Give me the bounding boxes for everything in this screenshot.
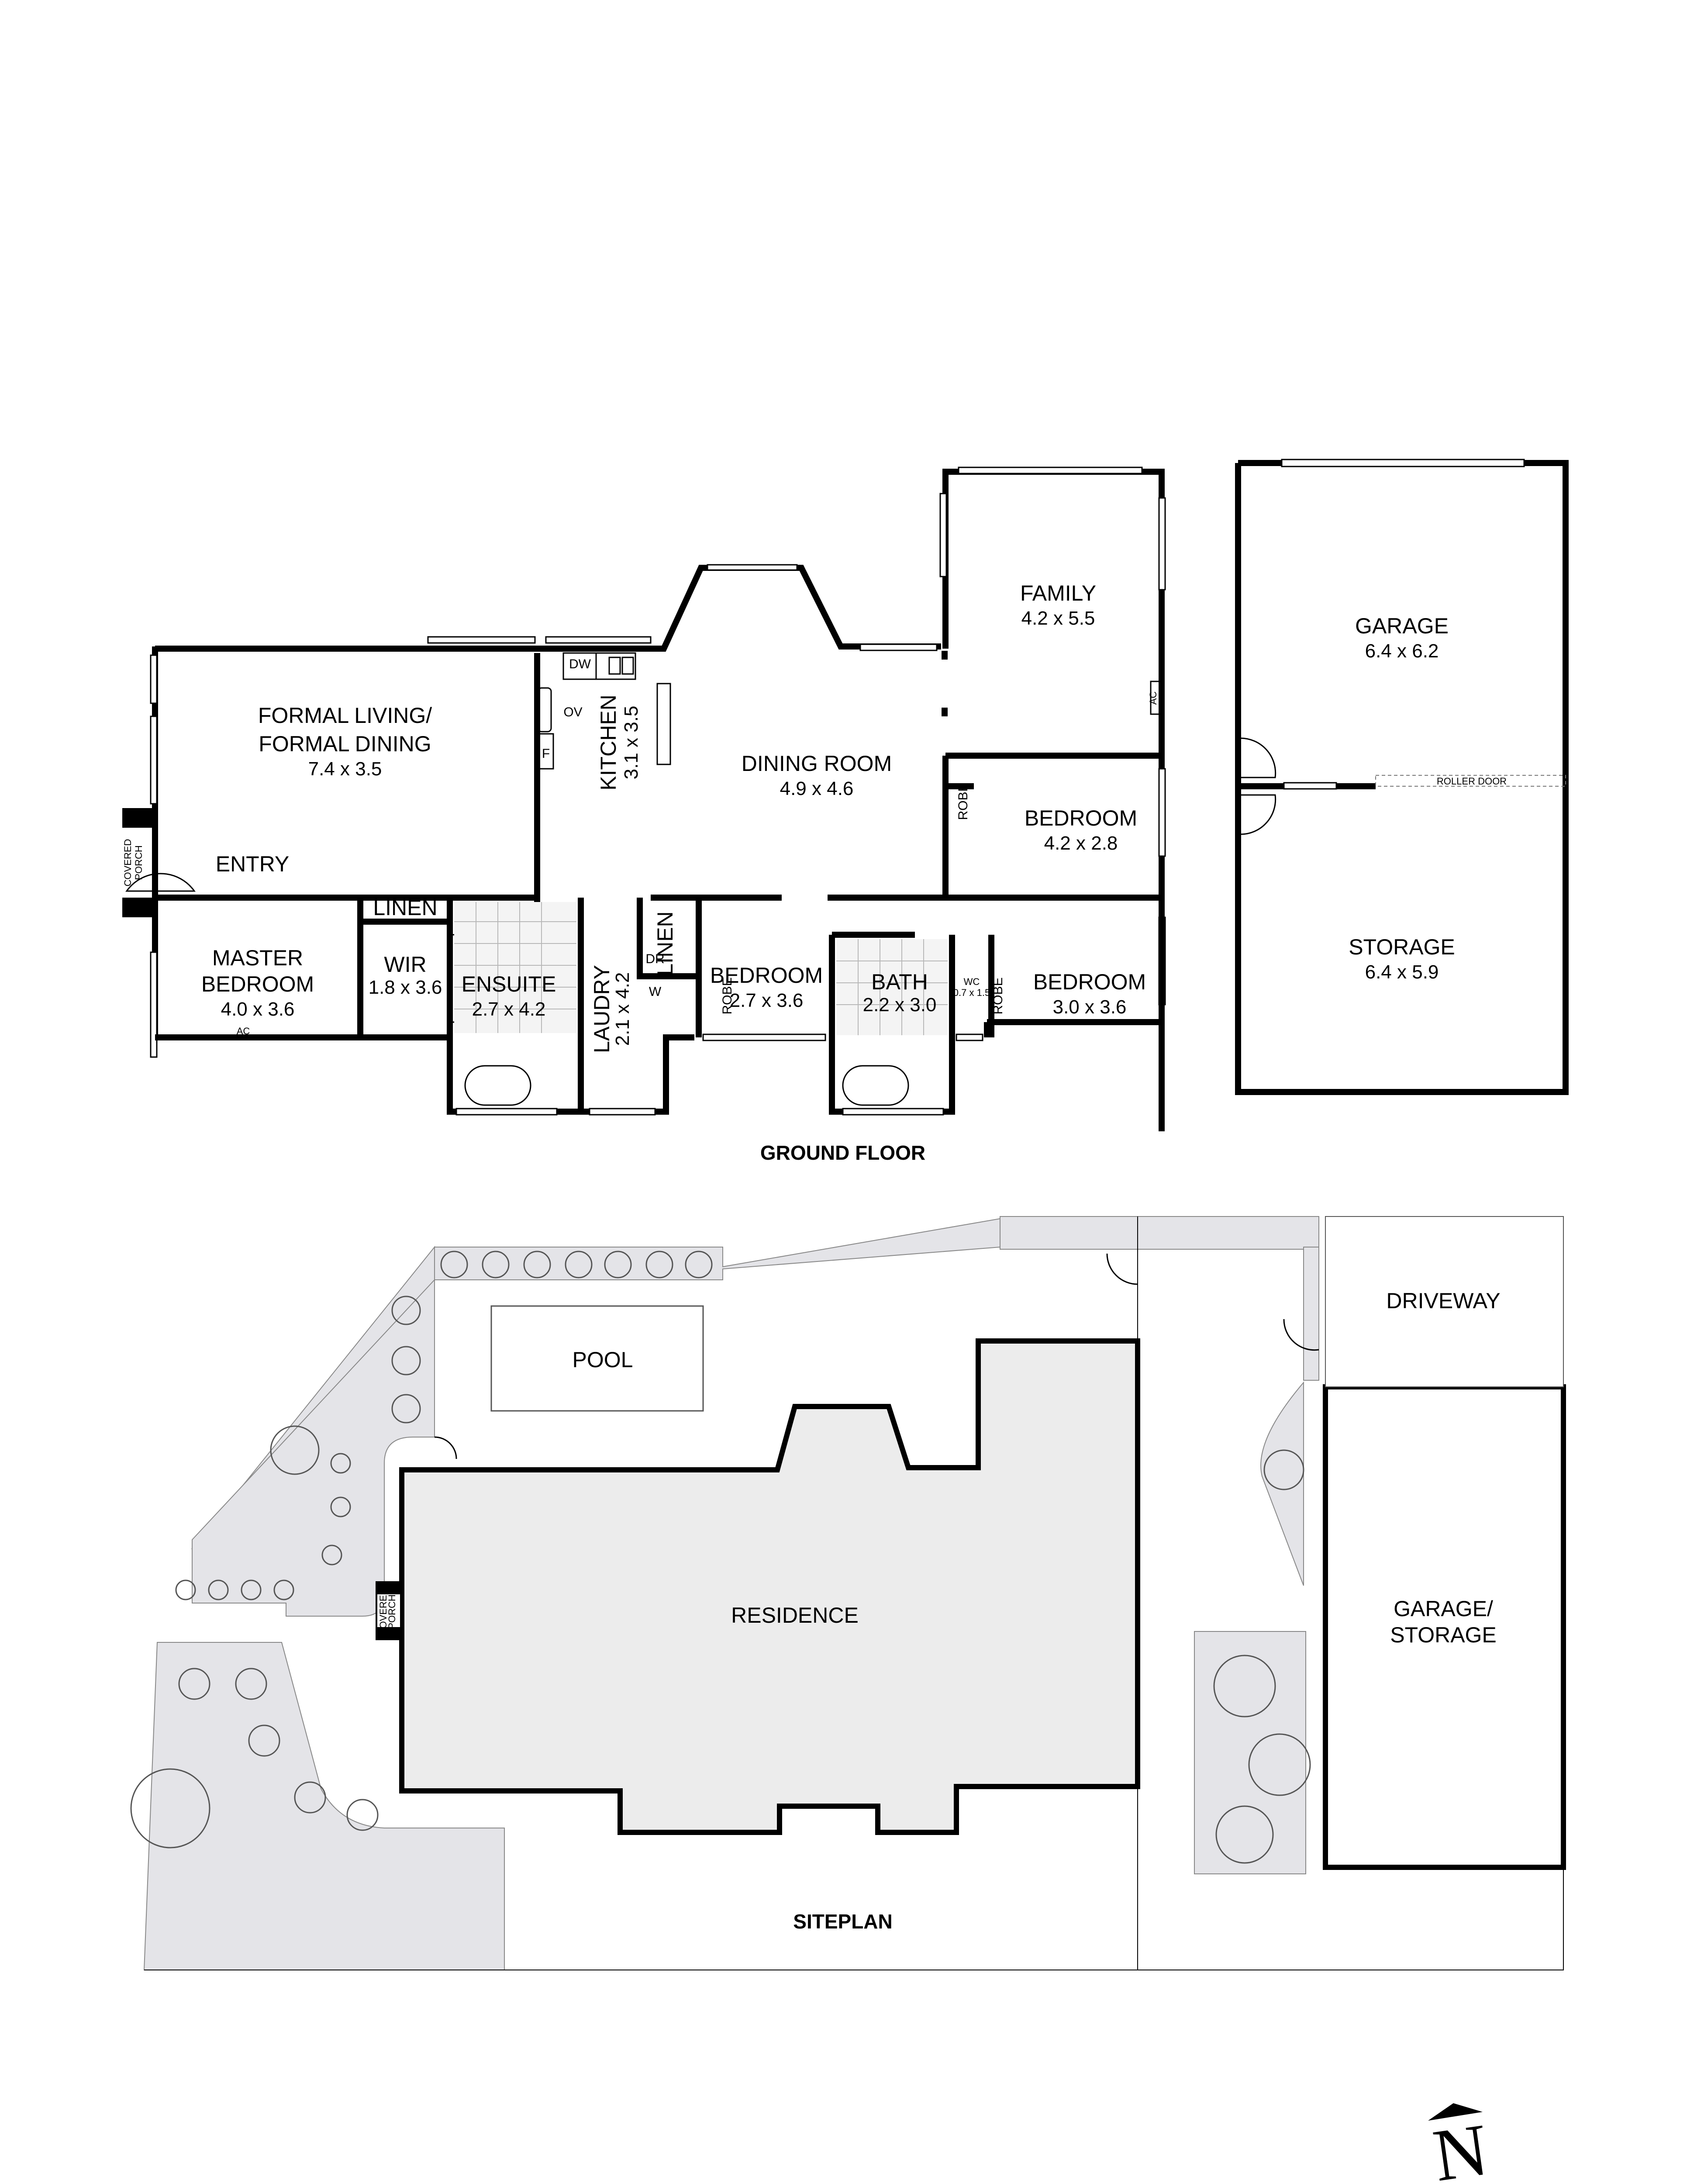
svg-text:LAUDRY: LAUDRY [590,965,614,1053]
svg-text:4.2 x 5.5: 4.2 x 5.5 [1021,608,1095,629]
svg-text:LINEN: LINEN [653,911,677,975]
svg-text:WC: WC [964,976,980,987]
ac-unit-family [1150,681,1161,715]
svg-text:6.4 x 6.2: 6.4 x 6.2 [1365,640,1439,662]
svg-text:MASTER: MASTER [212,946,303,970]
svg-text:STORAGE: STORAGE [1390,1623,1497,1647]
svg-text:AC: AC [1148,691,1159,705]
bath-bathtub [842,1065,909,1106]
svg-text:ROLLER DOOR: ROLLER DOOR [1437,776,1507,787]
site-garage-storage [1323,1384,1566,1870]
svg-text:BATH: BATH [871,970,928,994]
svg-text:DRIVEWAY: DRIVEWAY [1386,1289,1500,1313]
svg-text:4.9 x 4.6: 4.9 x 4.6 [780,778,854,799]
bath-tiles [836,939,948,1106]
siteplan-title: SITEPLAN [793,1910,892,1933]
svg-text:2.1 x 4.2: 2.1 x 4.2 [612,972,633,1046]
pool [490,1305,704,1412]
svg-text:4.0 x 3.6: 4.0 x 3.6 [221,999,295,1020]
siteplan-labels: POOL RESIDENCE DRIVEWAY GARAGE/ STORAGE … [378,1289,1501,1933]
svg-text:ROBE: ROBE [956,783,970,820]
svg-text:3.0 x 3.6: 3.0 x 3.6 [1053,996,1127,1018]
svg-text:OV: OV [563,705,582,719]
svg-text:WIR: WIR [384,952,426,977]
ensuite-tiles [454,902,576,1106]
svg-text:ROBE: ROBE [720,977,735,1014]
svg-text:RESIDENCE: RESIDENCE [731,1603,859,1628]
tree-icons [130,1251,1311,1864]
ensuite-bathtub [464,1065,531,1106]
svg-text:ENTRY: ENTRY [216,852,290,876]
svg-text:COVERED: COVERED [122,839,133,887]
ground-floor-title: GROUND FLOOR [760,1141,925,1164]
svg-text:PORCH: PORCH [386,1594,397,1629]
north-arrow-icon: N [1428,2103,1493,2184]
svg-text:2.7 x 3.6: 2.7 x 3.6 [730,990,804,1011]
svg-text:LINEN: LINEN [373,895,437,920]
svg-text:BEDROOM: BEDROOM [1033,970,1146,994]
roller-door [1375,775,1566,787]
svg-text:2.2 x 3.0: 2.2 x 3.0 [863,994,937,1016]
svg-text:DR: DR [645,952,664,966]
svg-text:AC: AC [237,1026,250,1037]
svg-text:7.4 x 3.5: 7.4 x 3.5 [308,758,382,780]
svg-text:POOL: POOL [573,1348,633,1372]
svg-text:BEDROOM: BEDROOM [1025,806,1137,830]
svg-text:COVERED: COVERED [378,1588,389,1636]
svg-text:KITCHEN: KITCHEN [596,695,621,790]
svg-text:6.4 x 5.9: 6.4 x 5.9 [1365,961,1439,983]
ground-floor-labels: FORMAL LIVING/ FORMAL DINING 7.4 x 3.5 K… [122,581,1507,1164]
svg-text:FORMAL LIVING/: FORMAL LIVING/ [258,703,432,728]
svg-text:3.1 x 3.5: 3.1 x 3.5 [621,706,642,780]
porch-pillar-bottom [122,898,155,917]
svg-text:ENSUITE: ENSUITE [462,972,556,996]
siteplan [143,1216,1566,1970]
svg-text:FORMAL DINING: FORMAL DINING [259,732,431,756]
entry-door-swing [125,873,196,892]
porch-pillar-top [122,808,155,828]
svg-text:DINING ROOM: DINING ROOM [742,751,892,776]
svg-text:ROBE: ROBE [991,977,1005,1014]
svg-text:4.2 x 2.8: 4.2 x 2.8 [1044,833,1118,854]
svg-text:N: N [1428,2108,1493,2184]
svg-text:GARAGE: GARAGE [1355,614,1449,638]
svg-text:PORCH: PORCH [133,845,144,880]
svg-text:GARAGE/: GARAGE/ [1394,1597,1493,1621]
svg-text:BEDROOM: BEDROOM [710,963,823,988]
svg-text:2.7 x 4.2: 2.7 x 4.2 [472,999,546,1020]
svg-text:F: F [542,746,550,761]
driveway [1325,1216,1564,1387]
svg-text:DW: DW [569,657,591,671]
ground-floor-plan [122,459,1569,1131]
svg-text:STORAGE: STORAGE [1349,935,1455,959]
svg-text:0.7 x 1.5: 0.7 x 1.5 [953,987,990,998]
residence-footprint [399,1338,1140,1835]
svg-text:FAMILY: FAMILY [1020,581,1096,605]
svg-text:1.8 x 3.6: 1.8 x 3.6 [369,977,442,998]
svg-text:BEDROOM: BEDROOM [201,972,314,996]
svg-text:W: W [649,985,662,999]
